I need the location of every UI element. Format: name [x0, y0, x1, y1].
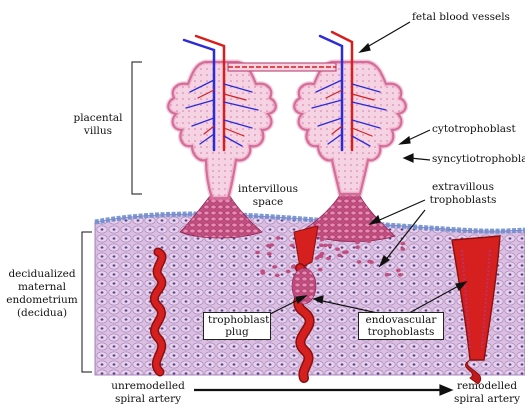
label-cytotrophoblast: cytotrophoblast: [432, 123, 516, 136]
label-intervillous-space: intervillous space: [238, 183, 298, 209]
trophoblast-cell: [320, 252, 325, 256]
trophoblast-cell: [267, 252, 272, 256]
placental-villus-right: [294, 62, 406, 194]
label-remodelled-line2: spiral artery: [450, 393, 524, 406]
label-intervillous-line1: intervillous: [238, 183, 298, 196]
trophoblast-cell: [323, 244, 328, 248]
trophoblast-cell: [396, 269, 401, 273]
trophoblast-cell: [318, 268, 323, 272]
trophoblast-cell: [367, 260, 372, 264]
label-placental-villus-line2: villus: [68, 125, 128, 138]
label-endovascular-trophoblasts: endovascular trophoblasts: [358, 312, 444, 340]
label-unremodelled-spiral-artery: unremodelled spiral artery: [102, 380, 194, 406]
trophoblast-cell: [401, 242, 406, 246]
label-trophoblast-plug-line1: trophoblast: [208, 314, 266, 326]
trophoblast-cell: [260, 271, 265, 275]
label-remodelled-line1: remodelled: [450, 380, 524, 393]
trophoblast-cell: [398, 273, 403, 277]
label-endovascular-line1: endovascular: [363, 314, 439, 326]
trophoblast-cell: [367, 240, 372, 244]
label-decidua-line1: decidualized: [2, 268, 82, 281]
trophoblast-cell: [291, 265, 296, 269]
trophoblast-cell: [337, 254, 342, 258]
label-syncytiotrophoblast: syncytiotrophoblast: [432, 153, 525, 166]
placental-villus-bracket: [132, 62, 142, 194]
label-decidua-line3: endometrium: [2, 294, 82, 307]
label-unremodelled-line2: spiral artery: [102, 393, 194, 406]
trophoblast-cell: [286, 270, 291, 274]
trophoblast-cell: [275, 274, 280, 278]
trophoblast-cell: [400, 247, 405, 251]
label-endovascular-line2: trophoblasts: [363, 326, 439, 338]
trophoblast-cell: [344, 250, 349, 254]
label-extravillous-line2: trophoblasts: [424, 194, 502, 207]
placental-villus-left: [168, 62, 276, 198]
trophoblast-cell: [385, 273, 390, 277]
trophoblast-cell: [355, 245, 360, 249]
label-fetal-blood-vessels: fetal blood vessels: [412, 11, 510, 24]
label-decidua-line4: (decidua): [2, 307, 82, 320]
trophoblast-cell: [327, 244, 332, 248]
label-extravillous-line1: extravillous: [424, 181, 502, 194]
trophoblast-cell: [326, 257, 331, 261]
trophoblast-cell: [355, 241, 360, 245]
label-intervillous-line2: space: [238, 196, 298, 209]
decidua-bracket: [82, 232, 92, 372]
label-placental-villus: placental villus: [68, 112, 128, 138]
trophoblast-cell: [320, 238, 325, 242]
trophoblast-cell: [272, 265, 277, 269]
label-trophoblast-plug-line2: plug: [208, 326, 266, 338]
trophoblast-cell: [276, 236, 281, 240]
label-decidua: decidualized maternal endometrium (decid…: [2, 268, 82, 320]
trophoblast-cell: [357, 260, 362, 264]
label-remodelled-spiral-artery: remodelled spiral artery: [450, 380, 524, 406]
label-unremodelled-line1: unremodelled: [102, 380, 194, 393]
label-decidua-line2: maternal: [2, 281, 82, 294]
trophoblast-cell: [353, 237, 358, 241]
trophoblast-cell: [269, 243, 274, 247]
label-extravillous-trophoblasts: extravillous trophoblasts: [424, 181, 502, 207]
villus-bridge: [228, 63, 336, 71]
trophoblast-cell: [255, 251, 260, 255]
label-trophoblast-plug: trophoblast plug: [203, 312, 271, 340]
trophoblast-cell: [290, 244, 295, 248]
trophoblast-cell: [335, 247, 340, 251]
label-placental-villus-line1: placental: [68, 112, 128, 125]
